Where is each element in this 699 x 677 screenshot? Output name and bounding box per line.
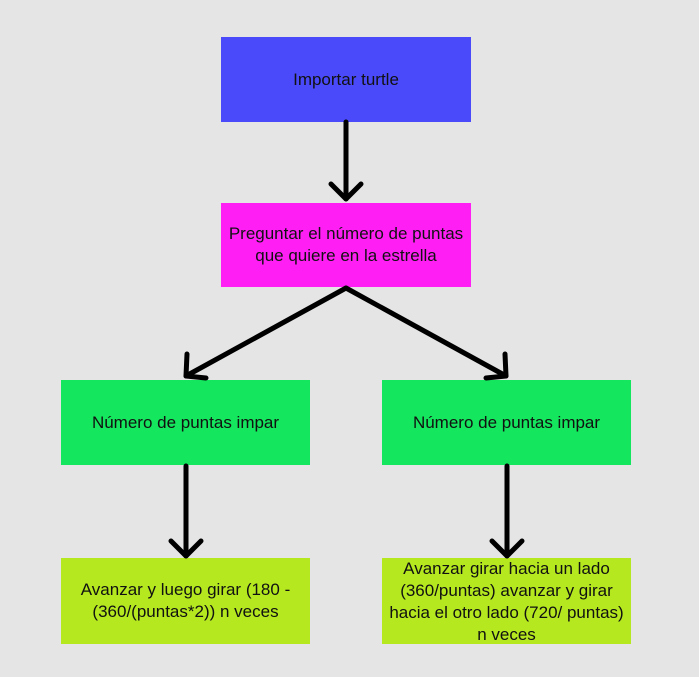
arrowhead-import-to-ask (328, 181, 364, 202)
right-action-label: Avanzar girar hacia un lado (360/puntas)… (389, 559, 624, 644)
left-condition-label: Número de puntas impar (91, 412, 280, 432)
import-turtle-node: Importar turtle (221, 37, 471, 122)
arrowhead-ask-to-left (183, 351, 209, 381)
left-action-label: Avanzar y luego girar (180 - (360/(punta… (80, 580, 291, 621)
left-condition-node: Número de puntas impar (61, 380, 310, 465)
arrowhead-ask-to-right (483, 351, 509, 381)
right-condition-node: Número de puntas impar (382, 380, 631, 465)
import-turtle-label: Importar turtle (293, 69, 399, 89)
left-action-node: Avanzar y luego girar (180 - (360/(punta… (61, 558, 310, 644)
right-condition-label: Número de puntas impar (412, 412, 601, 432)
ask-points-label: Preguntar el número de puntas que quiere… (228, 224, 464, 265)
right-action-node: Avanzar girar hacia un lado (360/puntas)… (382, 558, 631, 644)
arrowhead-right-to-action (489, 538, 525, 559)
ask-points-node: Preguntar el número de puntas que quiere… (221, 203, 471, 287)
arrow-ask-to-left (183, 285, 349, 379)
arrow-ask-to-right (343, 285, 509, 379)
arrowhead-left-to-action (168, 538, 204, 559)
